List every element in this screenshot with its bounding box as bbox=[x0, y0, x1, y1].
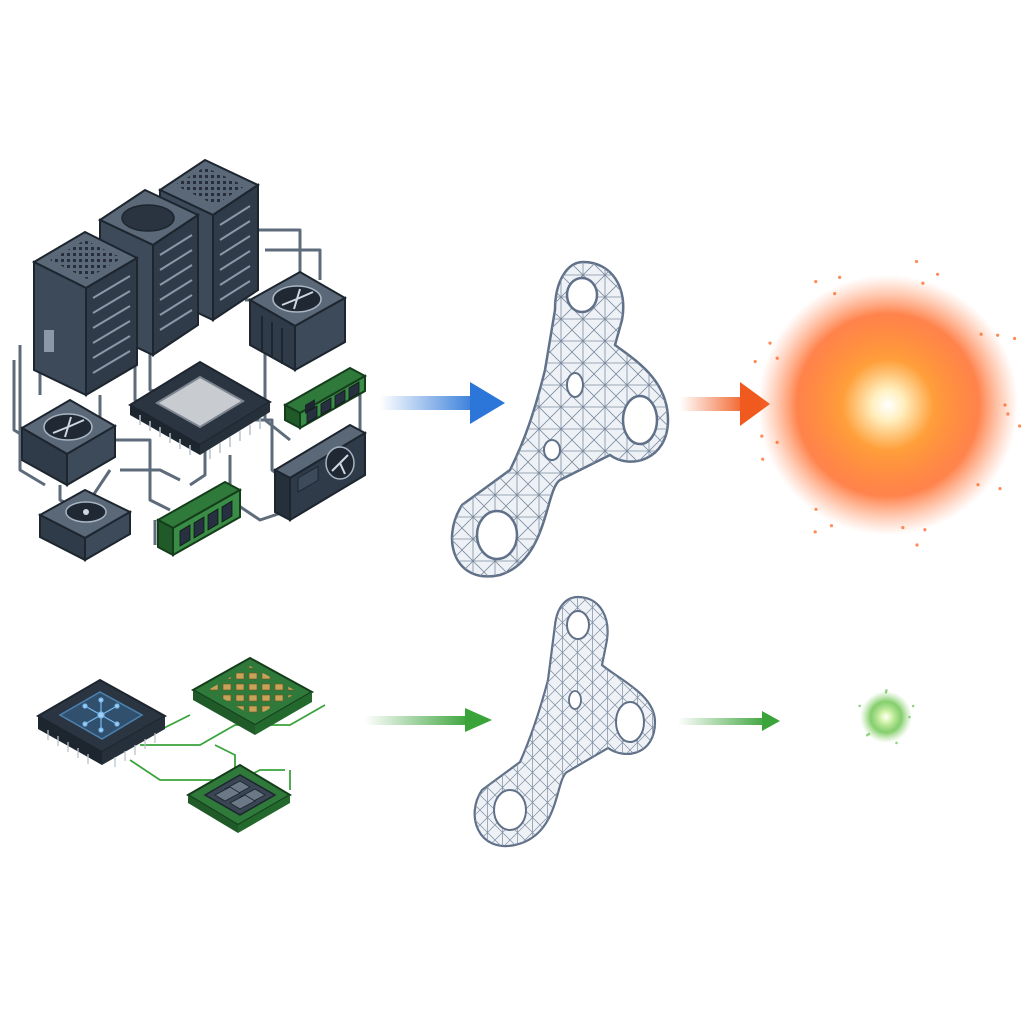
energy-spark bbox=[914, 259, 919, 264]
arrow-right-icon bbox=[380, 382, 505, 424]
energy-spark bbox=[753, 359, 757, 364]
gpu-card-icon bbox=[272, 423, 368, 522]
fpga-board-icon bbox=[190, 656, 315, 735]
energy-spark bbox=[775, 356, 779, 360]
energy-spark bbox=[998, 487, 1002, 491]
arrow-right-icon bbox=[678, 711, 780, 731]
energy-spark bbox=[921, 281, 925, 285]
energy-spark bbox=[996, 333, 1000, 337]
energy-spark bbox=[895, 741, 898, 745]
energy-spark bbox=[814, 507, 818, 511]
neural-processor-chip-icon bbox=[35, 678, 168, 767]
cooling-fan-icon bbox=[247, 270, 348, 372]
energy-spark bbox=[829, 524, 834, 528]
energy-spark bbox=[1018, 424, 1022, 428]
energy-spark bbox=[1006, 412, 1010, 416]
energy-spark bbox=[858, 704, 861, 708]
energy-spark bbox=[813, 530, 817, 534]
energy-spark bbox=[814, 280, 818, 284]
arrow-right-icon bbox=[680, 382, 770, 426]
mesh-bracket-icon bbox=[473, 595, 657, 848]
energy-spark bbox=[761, 457, 765, 461]
arrow-right-icon bbox=[365, 708, 492, 732]
energy-spark bbox=[775, 440, 779, 444]
energy-spark bbox=[936, 272, 940, 276]
energy-spark bbox=[768, 341, 772, 345]
ram-module-icon bbox=[155, 480, 243, 557]
energy-spark bbox=[867, 732, 871, 736]
energy-spark bbox=[838, 275, 842, 279]
ram-module-icon bbox=[282, 366, 368, 430]
power-supply-icon bbox=[37, 488, 133, 562]
energy-spark bbox=[901, 526, 905, 530]
energy-spark bbox=[760, 434, 764, 438]
energy-spark bbox=[979, 332, 983, 336]
energy-spark bbox=[833, 292, 837, 296]
energy-spark bbox=[976, 483, 980, 487]
quad-core-chip-icon bbox=[186, 763, 292, 833]
energy-spark bbox=[911, 704, 915, 708]
cpu-chip-icon bbox=[128, 360, 272, 459]
energy-spark bbox=[1003, 403, 1007, 407]
cooling-fan-icon bbox=[20, 398, 117, 487]
energy-spark bbox=[908, 715, 911, 719]
energy-spark bbox=[915, 543, 919, 547]
server-rack-icon bbox=[31, 230, 140, 397]
traditional-hardware-cluster bbox=[12, 158, 368, 562]
energy-spark bbox=[923, 528, 927, 532]
energy-spark bbox=[1013, 336, 1017, 341]
energy-burst-icon bbox=[753, 259, 1022, 547]
energy-burst-icon bbox=[858, 689, 915, 745]
energy-spark bbox=[884, 691, 888, 694]
efficient-hardware-cluster bbox=[35, 656, 326, 833]
mesh-bracket-icon bbox=[450, 260, 670, 578]
